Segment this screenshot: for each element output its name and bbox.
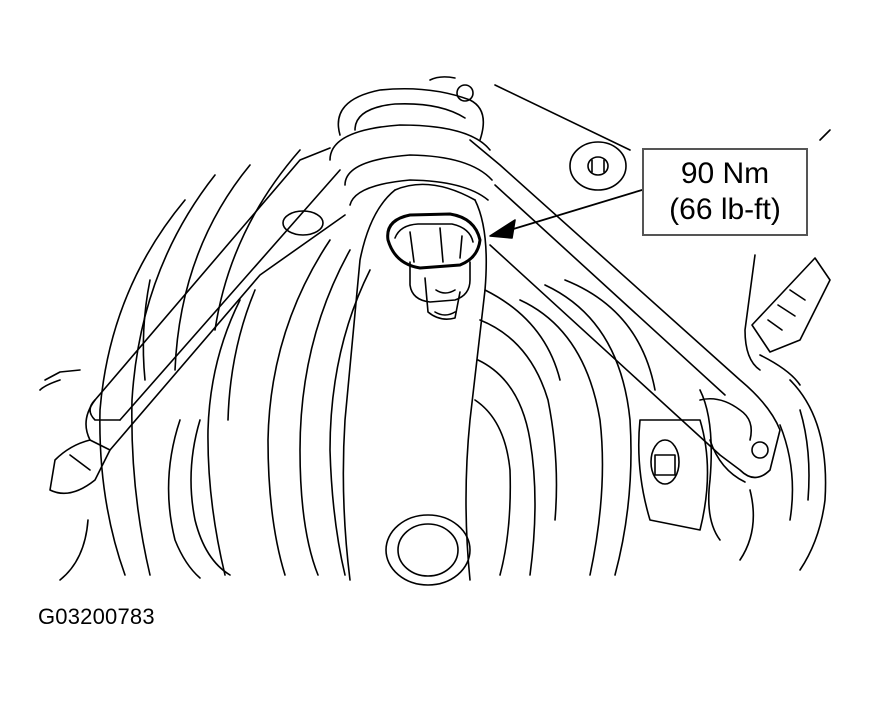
- pinion-bolt: [386, 212, 482, 320]
- housing-ribs-left: [167, 239, 371, 579]
- right-shaft: [744, 129, 831, 386]
- torque-metric-label: 90 Nm: [680, 157, 770, 190]
- top-flange: [329, 76, 631, 206]
- housing-ribs-right: [474, 279, 656, 576]
- figure-id-label: G03200783: [38, 604, 155, 629]
- mounting-bosses: [282, 141, 627, 236]
- torque-imperial-label: (66 lb-ft): [669, 193, 781, 226]
- housing-outline: [39, 149, 301, 581]
- torque-callout: 90 Nm (66 lb-ft): [642, 148, 808, 236]
- callout-leader: [489, 189, 643, 239]
- support-bracket-left-arm: [49, 147, 346, 495]
- lower-boss: [385, 514, 471, 586]
- right-mount: [637, 379, 827, 571]
- center-arm: [342, 183, 488, 581]
